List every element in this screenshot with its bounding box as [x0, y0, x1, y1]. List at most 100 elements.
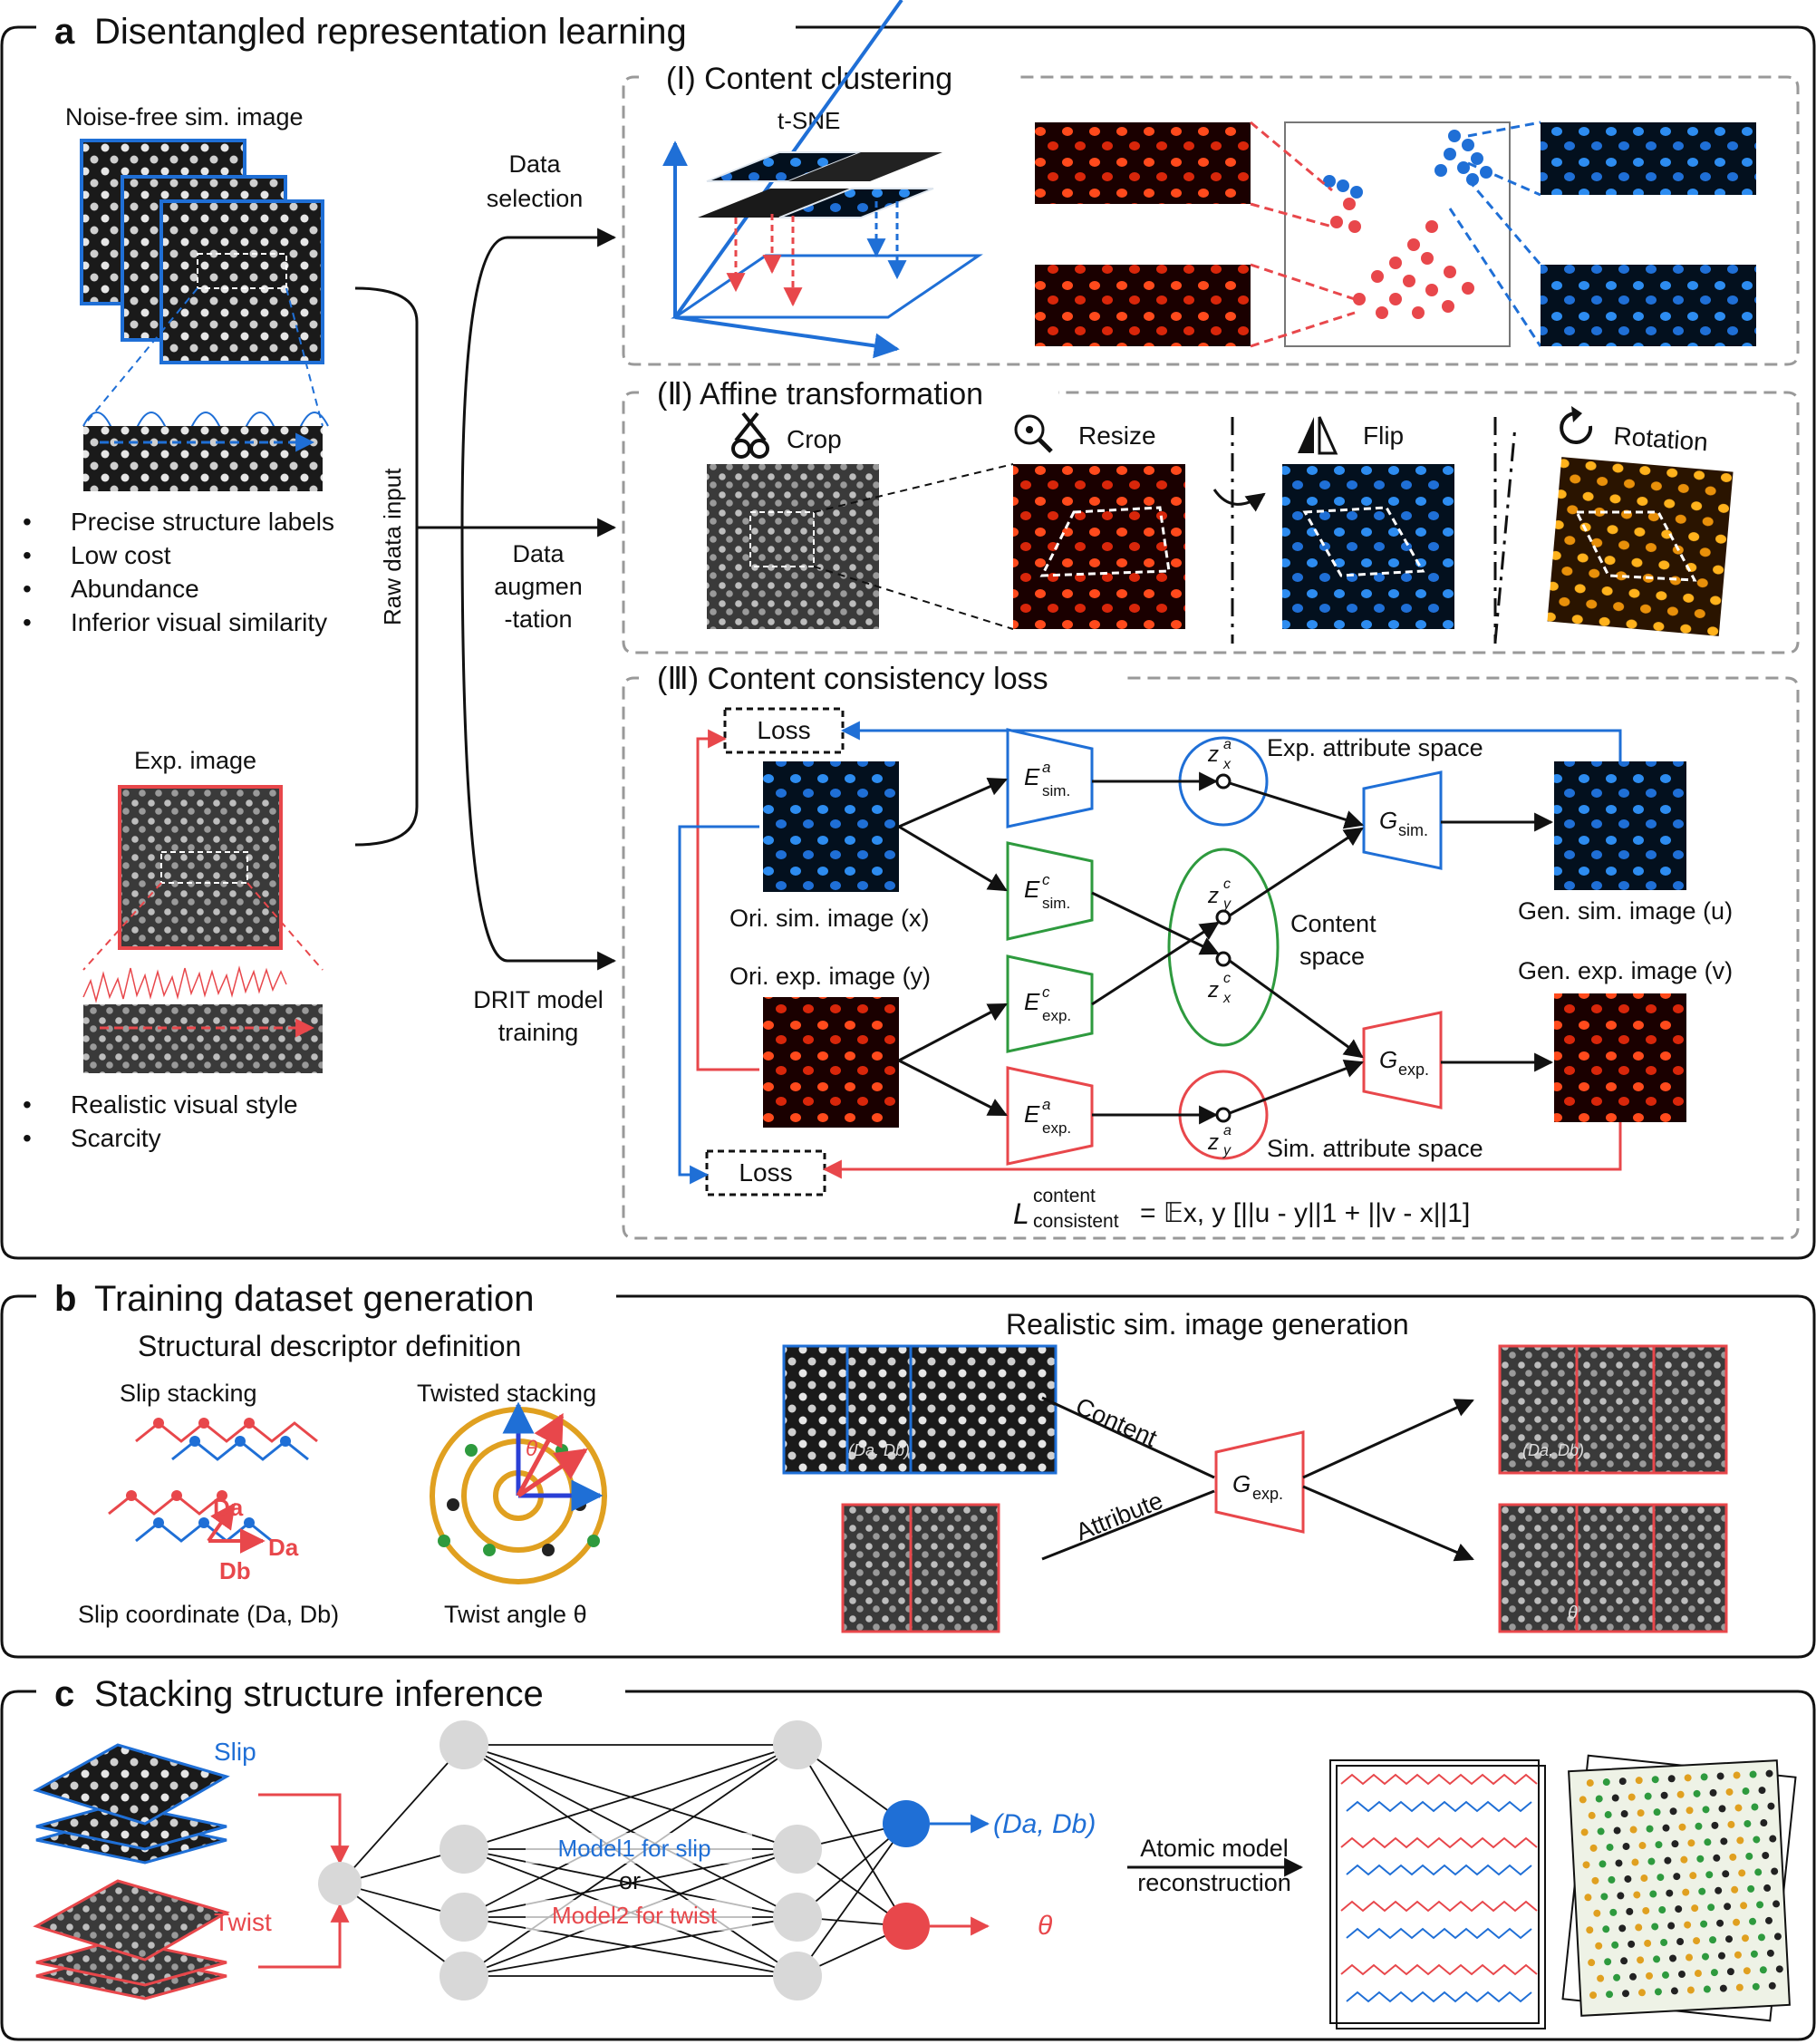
- svg-text:c: c: [1042, 871, 1050, 888]
- slip-stacking-title: Slip stacking: [120, 1380, 257, 1407]
- gen-exp-image: [1554, 993, 1686, 1122]
- sub2-title: (Ⅱ) Affine transformation: [657, 377, 983, 412]
- slip-coordinate-caption: Slip coordinate (Da, Db): [78, 1601, 339, 1628]
- loss-formula: L content consistent = 𝔼x, y [||u - y||1…: [1013, 1186, 1470, 1232]
- panel-c: c Stacking structure inference Slip Twis…: [0, 1674, 1816, 2041]
- panel-c-title: Stacking structure inference: [94, 1674, 544, 1714]
- cluster-blue-image-1: [1541, 122, 1756, 195]
- scissors-icon: [731, 412, 769, 459]
- da-label: Da: [268, 1534, 299, 1561]
- panel-c-letter: c: [54, 1674, 74, 1714]
- svg-text:x: x: [1222, 991, 1232, 1006]
- output-tile-label-twist: θ: [1568, 1603, 1578, 1623]
- sim-bullet-1: Precise structure labels: [71, 508, 334, 536]
- svg-text:exp.: exp.: [1042, 1007, 1071, 1024]
- output-slip-label: (Da, Db): [993, 1809, 1096, 1839]
- model1-label: Model1 for slip: [557, 1835, 710, 1862]
- panel-a-title: Disentangled representation learning: [94, 12, 687, 52]
- output-tiles-slip: [1498, 1344, 1728, 1475]
- svg-text:a: a: [1042, 1096, 1050, 1113]
- exp-image-label: Exp. image: [134, 747, 256, 774]
- slip-atomic-model: [1329, 1759, 1546, 2029]
- svg-text:z: z: [1207, 884, 1219, 908]
- ori-exp-image: [763, 997, 899, 1128]
- twisted-stacking-model: [430, 1401, 607, 1584]
- loss-box-top: [723, 707, 845, 754]
- gen-sim-label: Gen. sim. image (u): [1518, 897, 1733, 925]
- encoder-e-exp-a: E a exp.: [1006, 1066, 1094, 1166]
- flip-icon: [1298, 416, 1338, 455]
- branch-selection-1: Data: [508, 150, 561, 178]
- d-label: Da: [213, 1494, 244, 1521]
- twist-lattice-dots: [1579, 1769, 1783, 2000]
- svg-text:y: y: [1222, 896, 1232, 912]
- loss-label-top: Loss: [757, 716, 810, 744]
- svg-text:z: z: [1207, 978, 1219, 1003]
- svg-text:•: •: [23, 508, 32, 536]
- svg-text:E: E: [1024, 988, 1040, 1015]
- sub3-title: (Ⅲ) Content consistency loss: [657, 662, 1048, 696]
- sim-bullet-2: Low cost: [71, 541, 171, 569]
- sim-crop-box: [197, 253, 287, 289]
- recon-label-1: Atomic model: [1140, 1835, 1289, 1862]
- rotation-image: [1547, 457, 1734, 636]
- svg-text:L: L: [1013, 1197, 1029, 1230]
- cluster-red-image-2: [1035, 265, 1251, 346]
- cluster-blue-image-2: [1541, 265, 1756, 346]
- scatter-points: [1323, 130, 1492, 319]
- encoder-e-sim-a: E a sim.: [1006, 728, 1094, 828]
- neural-network: [318, 1720, 930, 2000]
- panel-a-letter: a: [54, 12, 75, 52]
- crop-image: [707, 464, 879, 629]
- latent-zya: z a y: [1207, 1123, 1232, 1158]
- content-tiles: [782, 1344, 1058, 1475]
- panel-b: b Training dataset generation Structural…: [0, 1279, 1816, 1659]
- exp-bullet-1: Realistic visual style: [71, 1090, 298, 1119]
- sim-bullet-3: Abundance: [71, 575, 199, 603]
- slip-input-label: Slip: [214, 1738, 256, 1766]
- resize-label: Resize: [1078, 421, 1156, 450]
- svg-text:x: x: [1222, 757, 1232, 772]
- branch-augmentation-1: Data: [512, 540, 565, 567]
- output-tile-label-slip: (Da, Db): [1522, 1441, 1584, 1459]
- svg-text:c: c: [1223, 971, 1231, 986]
- latent-zxa: z a x: [1207, 737, 1232, 772]
- exp-bullets: • Realistic visual style • Scarcity: [23, 1090, 298, 1152]
- svg-text:E: E: [1024, 1100, 1040, 1128]
- exp-attr-space-label: Exp. attribute space: [1267, 734, 1483, 761]
- twist-angle-caption: Twist angle θ: [444, 1601, 587, 1628]
- rotation-label: Rotation: [1613, 421, 1709, 456]
- svg-text:•: •: [23, 608, 32, 636]
- recon-label-2: reconstruction: [1137, 1869, 1291, 1896]
- attribute-tiles: [841, 1503, 1000, 1633]
- descriptor-title: Structural descriptor definition: [138, 1330, 521, 1362]
- tsne-tile-2: [788, 152, 942, 181]
- svg-text:•: •: [23, 1124, 32, 1152]
- resize-image: [1013, 464, 1185, 629]
- sim-image-tile-3: [159, 199, 324, 364]
- tsne-tile-3: [698, 189, 852, 218]
- gen-title: Realistic sim. image generation: [1006, 1308, 1409, 1341]
- encoder-e-exp-c: E c exp.: [1006, 954, 1094, 1053]
- svg-text:consistent: consistent: [1033, 1211, 1119, 1232]
- db-label: Db: [219, 1557, 251, 1584]
- encoder-e-sim-c: E c sim.: [1006, 841, 1094, 941]
- svg-text:G: G: [1379, 807, 1397, 834]
- crop-label: Crop: [787, 425, 842, 453]
- svg-text:a: a: [1223, 737, 1232, 752]
- ori-sim-image: [763, 761, 899, 892]
- loss-box-bottom: [705, 1149, 826, 1196]
- svg-text:exp.: exp.: [1398, 1061, 1429, 1079]
- tsne-tile-4: [778, 188, 934, 218]
- slip-stacking-model: [108, 1418, 318, 1554]
- or-label: or: [619, 1867, 641, 1894]
- flip-label: Flip: [1363, 421, 1404, 450]
- sim-profile-strip: [83, 426, 323, 491]
- panel-b-letter: b: [54, 1279, 76, 1319]
- panel-a: a Disentangled representation learning N…: [0, 0, 1816, 1260]
- sim-bullet-4: Inferior visual similarity: [71, 608, 327, 636]
- twist-image-stack: [33, 1879, 230, 2000]
- output-twist-label: θ: [1038, 1911, 1053, 1941]
- exp-bullet-2: Scarcity: [71, 1124, 161, 1152]
